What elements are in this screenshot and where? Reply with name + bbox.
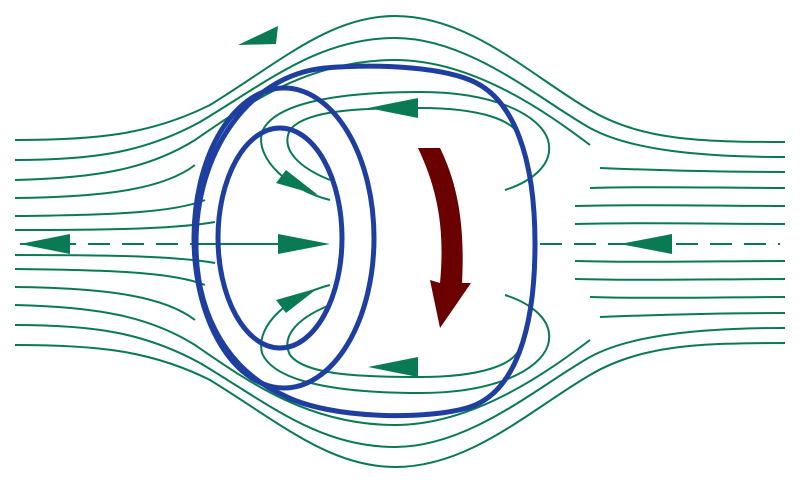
field-line	[14, 36, 786, 161]
ring-front-outer	[191, 85, 377, 391]
field-line	[589, 296, 786, 299]
arrow-left-icon	[368, 98, 418, 118]
arrow-left-icon	[620, 234, 672, 254]
field-line	[286, 106, 521, 181]
field-line	[599, 312, 786, 318]
field-line	[14, 14, 786, 143]
arrow-downright-icon	[276, 170, 318, 195]
field-line	[14, 58, 591, 181]
rotation-direction-arrow	[418, 148, 471, 328]
ring-front-inner	[215, 125, 345, 351]
field-line	[574, 222, 786, 225]
field-line	[14, 342, 786, 469]
arrow-left-icon	[238, 26, 278, 45]
field-line	[286, 304, 521, 379]
arrow-right-icon	[278, 234, 330, 254]
field-line	[599, 167, 786, 173]
field-line	[14, 199, 206, 217]
field-line	[260, 284, 551, 395]
field-line	[574, 260, 786, 263]
field-line	[14, 254, 216, 264]
arrow-left-icon	[20, 234, 70, 254]
field-lines-top	[14, 14, 786, 231]
field-line	[574, 204, 786, 207]
field-line	[14, 164, 196, 199]
inner-loops	[260, 90, 551, 395]
arrow-upright-icon	[276, 288, 318, 313]
field-arrows	[20, 26, 672, 377]
field-line	[14, 268, 206, 286]
field-line	[260, 90, 551, 201]
field-line	[14, 221, 216, 231]
arrow-left-icon	[368, 357, 418, 377]
field-line	[574, 278, 786, 281]
field-line	[14, 324, 786, 449]
rotation-arrow-icon	[418, 148, 471, 328]
vortex-ring	[191, 63, 538, 419]
field-line	[14, 304, 591, 427]
field-line	[14, 286, 196, 321]
field-lines-bottom	[14, 254, 786, 469]
outer-ring-back	[193, 63, 538, 419]
field-line	[589, 186, 786, 189]
